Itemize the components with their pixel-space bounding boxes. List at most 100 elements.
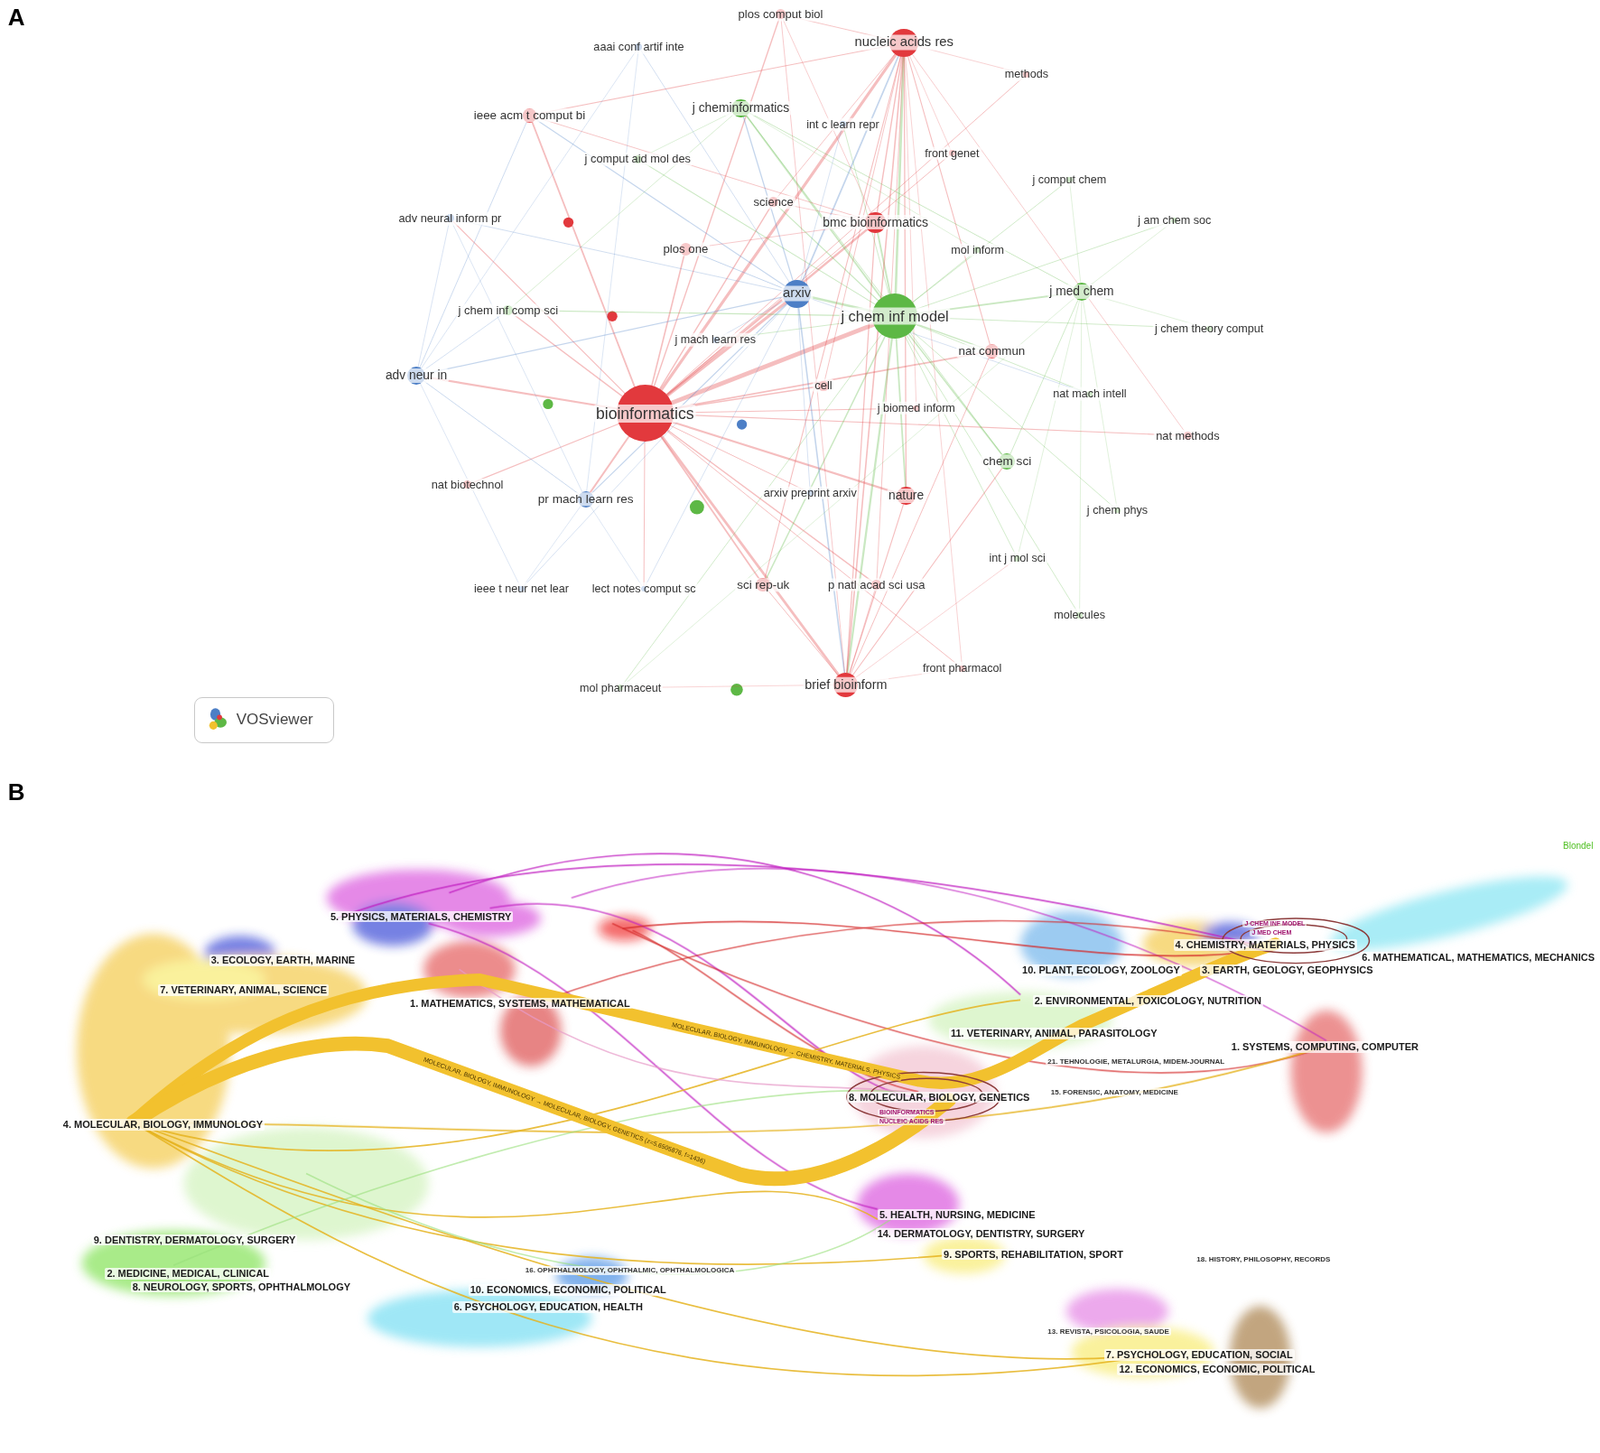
journal-node: arxiv preprint arxiv [807,489,814,496]
journal-dot [689,500,705,515]
journal-label: j chem theory comput [1153,322,1266,335]
co-citation-link [667,431,960,668]
cloud [142,956,368,1034]
journal-label: adv neural inform pr [396,211,503,225]
journal-label: int c learn repr [804,118,882,131]
co-citation-link [536,117,866,220]
journal-label: arxiv [781,286,813,302]
flow-curve [632,930,919,1092]
journal-node: mol pharmaceut [617,684,624,691]
journal-node: j am chem soc [1171,217,1178,224]
co-citation-link [906,334,1079,613]
cluster-label: 16. OPHTHALMOLOGY, OPHTHALMIC, OPHTHALMO… [523,1265,737,1275]
journal-label: ieee acm t comput bi [472,108,588,122]
journal-node: j biomed inform [912,405,920,412]
journal-label: molecules [1051,608,1107,622]
journal-label: j am chem soc [1135,213,1213,227]
journal-node: j chem inf comp sci [502,305,513,316]
co-citation-link [660,206,772,390]
journal-label: j med chem [1047,284,1116,299]
flow-curve [306,1172,898,1275]
journal-node: front genet [948,149,956,157]
cluster-label: 2. MEDICINE, MEDICAL, CLINICAL [104,1267,271,1280]
cloud [1290,1010,1362,1134]
co-citation-link [672,352,985,409]
co-citation-link [876,56,902,213]
cluster-label: 11. VETERINARY, ANIMAL, PARASITOLOGY [948,1027,1160,1040]
journal-node: lect notes comput sc [641,586,648,593]
co-citation-link [423,313,504,371]
co-citation-link [590,437,629,493]
cluster-label: 15. FORENSIC, ANATOMY, MEDICINE [1049,1088,1181,1097]
journal-node: sci rep-uk [755,577,771,593]
journal-label: bmc bioinformatics [820,214,931,230]
co-citation-link [418,222,449,367]
journal-dot [736,418,747,429]
journal-node: plos one [679,242,693,256]
co-citation-link [425,297,783,374]
journal-node: science [768,196,779,207]
cluster-label: 5. PHYSICS, MATERIALS, CHEMISTRY [328,911,513,923]
journal-node: nat methods [1183,431,1192,440]
co-citation-link [911,331,1116,509]
co-citation-link [641,111,733,158]
journal-node: molecules [1076,612,1083,619]
co-citation-link [645,306,791,587]
journal-label: front pharmacol [920,661,1005,675]
journal-node: nature [896,486,915,505]
co-citation-link [691,251,784,289]
journal-node: plos comput biol [775,9,786,19]
journal-dot [542,399,553,410]
co-citation-link [643,441,646,586]
co-citation-link [908,56,991,345]
logo-blob [209,721,218,730]
co-citation-link [776,54,895,199]
co-citation-link [419,121,527,368]
journal-node: int j mol sci [1013,555,1021,562]
journal-node: nat mach intell [1087,390,1094,398]
co-citation-link [1069,182,1081,283]
cloud [856,1172,959,1235]
journal-label: int j mol sci [987,551,1048,565]
cluster-label: 1. SYSTEMS, COMPUTING, COMPUTER [1229,1041,1421,1053]
co-citation-link [904,336,1016,557]
main-flow-bands [132,943,1276,1179]
cloud [352,901,434,947]
co-citation-link [451,222,582,493]
journal-label: brief bioinform [802,677,889,693]
cluster-label: Blondel [1561,840,1595,852]
flow-curve [132,1122,878,1219]
co-citation-link [915,325,1088,393]
co-citation-link [1088,222,1173,287]
co-citation-link [454,219,783,291]
co-citation-link [767,590,838,676]
co-citation-link [853,467,1003,675]
journal-node: ieee acm t comput bi [522,108,538,123]
cluster-label: 10. PLANT, ECOLOGY, ZOOLOGY [1020,964,1182,977]
journal-node: mol inform [974,246,981,253]
cluster-label: 4. CHEMISTRY, MATERIALS, PHYSICS [1173,939,1358,951]
journal-node: j chem inf model [872,293,918,339]
co-citation-link [512,310,873,317]
co-citation-link [511,113,735,307]
flow-band [132,943,1276,1123]
highlight-ellipses [846,918,1370,1122]
journal-node: nat commun [985,344,1000,359]
cluster-label: 10. ECONOMICS, ECONOMIC, POLITICAL [468,1283,669,1296]
cluster-label: 14. DERMATOLOGY, DENTISTRY, SURGERY [875,1227,1088,1240]
flow-curve [132,999,1021,1151]
co-citation-link [671,324,875,403]
journal-node: chem sci [998,453,1015,470]
journal-dot [730,683,744,697]
journal-label: chem sci [981,454,1034,469]
journal-node: adv neur in [407,366,426,385]
journal-label: p natl acad sci usa [826,577,928,592]
journal-label: mol pharmaceut [577,680,663,694]
journal-node: front pharmacol [958,665,966,672]
journal-label: ieee t neur net lear [472,582,571,596]
panel-letter: B [6,779,28,807]
journal-label: j chem inf model [838,307,950,326]
journal-label: j cheminformatics [690,101,791,116]
journal-node: arxiv [782,279,812,309]
